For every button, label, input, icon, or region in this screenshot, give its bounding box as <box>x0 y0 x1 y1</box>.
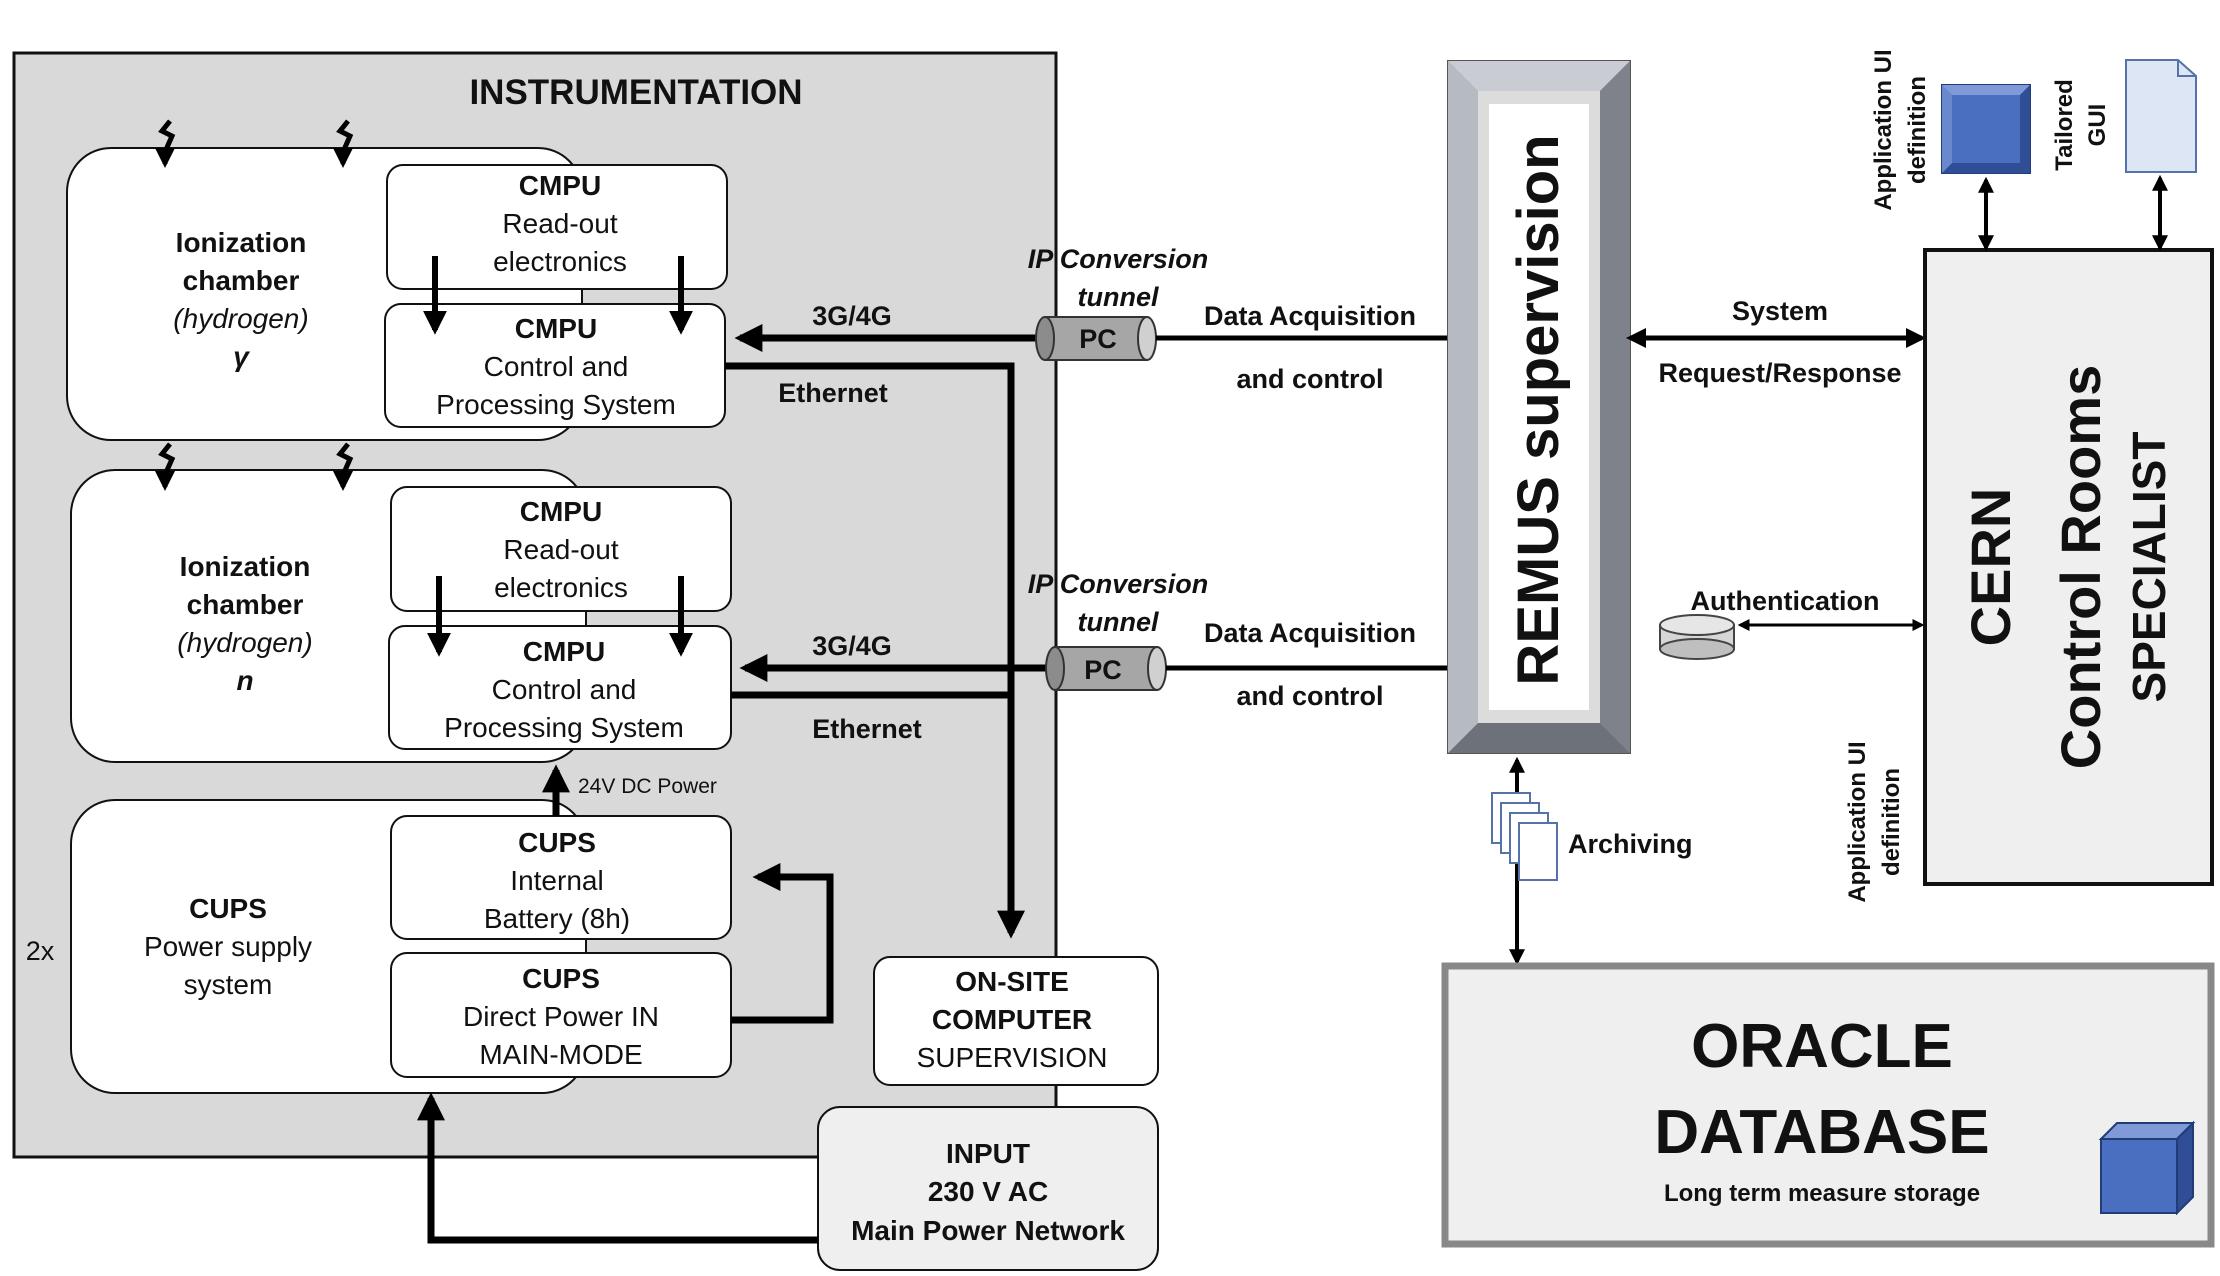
oracle-line2: DATABASE <box>1654 1098 1989 1167</box>
remus-supervision: REMUS supervision <box>1447 60 1631 754</box>
cups-battery-line2: Battery (8h) <box>484 903 630 934</box>
cern-line2: Control Rooms <box>2049 365 2112 769</box>
tailored-gui-line1: Tailored <box>2051 79 2078 171</box>
multiplier-label: 2x <box>26 936 55 966</box>
onsite-line2: COMPUTER <box>932 1004 1092 1035</box>
ethernet-label-top: Ethernet <box>778 378 888 408</box>
chamber-top-line4: γ <box>233 341 250 372</box>
power-connections <box>417 764 834 1244</box>
radiation-arrows <box>155 119 354 491</box>
cmpu-control-bottom-line1: Control and <box>492 674 637 705</box>
cups-system-title: CUPS <box>189 893 267 924</box>
daq-bottom-line1: Data Acquisition <box>1204 618 1416 648</box>
cmpu-readout-bottom-line1: Read-out <box>503 534 618 565</box>
cups-direct-power: CUPS Direct Power IN MAIN-MODE <box>390 952 732 1078</box>
input-main-power: INPUT 230 V AC Main Power Network <box>817 1106 1159 1271</box>
dc-power-label: 24V DC Power <box>578 775 717 798</box>
authentication-label: Authentication <box>1691 586 1880 616</box>
authentication-db-icon <box>1659 614 1735 660</box>
tailored-gui-doc-icon <box>2125 59 2197 173</box>
cmpu-readout-bottom-line2: electronics <box>494 572 628 603</box>
cups-internal-battery: CUPS Internal Battery (8h) <box>390 815 732 940</box>
oracle-database: ORACLE DATABASE Long term measure storag… <box>1441 962 2215 1248</box>
archiving-docs-icon <box>1491 792 1558 881</box>
cmpu-readout-top-line1: Read-out <box>502 208 617 239</box>
pc-label-bottom: PC <box>1084 655 1122 685</box>
app-ui-top-line2: definition <box>1904 76 1931 184</box>
cmpu-control-bottom-line2: Processing System <box>444 712 684 743</box>
cups-direct-line2: MAIN-MODE <box>479 1039 642 1070</box>
cmpu-control-bottom-title: CMPU <box>523 636 605 667</box>
ethernet-label-bottom: Ethernet <box>812 714 922 744</box>
archiving-label: Archiving <box>1568 829 1693 859</box>
daq-top-line1: Data Acquisition <box>1204 301 1416 331</box>
chamber-bottom-line4: n <box>236 665 253 696</box>
app-ui-bottom-line1: Application UI <box>1844 741 1871 902</box>
cups-battery-line1: Internal <box>510 865 603 896</box>
ip-tunnel-top-line2: tunnel <box>1078 282 1159 312</box>
app-ui-bottom-line2: definition <box>1878 768 1905 876</box>
input-line3: Main Power Network <box>851 1215 1125 1246</box>
oracle-line1: ORACLE <box>1691 1012 1953 1081</box>
cups-system-line2: system <box>184 969 273 1000</box>
cups-battery-title: CUPS <box>518 827 596 858</box>
ip-tunnel-bottom-line2: tunnel <box>1078 607 1159 637</box>
chamber-bottom-line1: Ionization <box>180 551 311 582</box>
application-ui-cube-icon <box>1941 84 2031 174</box>
network-connections <box>725 324 1055 939</box>
cmpu-readout-bottom-title: CMPU <box>520 496 602 527</box>
internal-readout-arrows <box>423 256 693 657</box>
system-req-line2: Request/Response <box>1658 358 1901 388</box>
onsite-computer-supervision: ON-SITE COMPUTER SUPERVISION <box>873 956 1159 1086</box>
chamber-bottom-line2: chamber <box>187 589 304 620</box>
instrumentation-title: INSTRUMENTATION <box>469 73 802 112</box>
cmpu-readout-top: CMPU Read-out electronics <box>386 164 728 290</box>
cern-line1: CERN <box>1959 488 2022 647</box>
cmpu-control-bottom: CMPU Control and Processing System <box>388 625 732 750</box>
cern-line3: SPECIALIST <box>2123 432 2175 703</box>
app-ui-top-line1: Application UI <box>1870 49 1897 210</box>
oracle-line3: Long term measure storage <box>1664 1180 1980 1207</box>
pc-label-top: PC <box>1079 324 1117 354</box>
cmpu-readout-top-line2: electronics <box>493 246 627 277</box>
cups-direct-line1: Direct Power IN <box>463 1001 659 1032</box>
ip-tunnel-top-line1: IP Conversion <box>1028 244 1209 274</box>
cups-system-line1: Power supply <box>144 931 312 962</box>
cups-direct-title: CUPS <box>522 963 600 994</box>
system-req-line1: System <box>1732 296 1828 326</box>
daq-top-line2: and control <box>1237 364 1384 394</box>
mobile-label-top: 3G/4G <box>812 301 892 331</box>
cmpu-readout-bottom: CMPU Read-out electronics <box>390 486 732 612</box>
mobile-label-bottom: 3G/4G <box>812 631 892 661</box>
remus-label: REMUS supervision <box>1506 134 1571 685</box>
chamber-top-line2: chamber <box>183 265 300 296</box>
chamber-top-line3: (hydrogen) <box>173 303 308 334</box>
tailored-gui-line2: GUI <box>2084 104 2111 147</box>
ip-tunnel-bottom-line1: IP Conversion <box>1028 569 1209 599</box>
input-line1: INPUT <box>946 1138 1030 1169</box>
oracle-cube-icon <box>2098 1120 2196 1216</box>
cmpu-control-top-line2: Processing System <box>436 389 676 420</box>
chamber-top-line1: Ionization <box>176 227 307 258</box>
cmpu-control-top: CMPU Control and Processing System <box>384 303 726 428</box>
cmpu-control-top-title: CMPU <box>515 313 597 344</box>
cern-control-rooms: CERN Control Rooms SPECIALIST <box>1923 248 2214 886</box>
chamber-bottom-line3: (hydrogen) <box>177 627 312 658</box>
onsite-line3: SUPERVISION <box>917 1042 1108 1073</box>
cmpu-readout-top-title: CMPU <box>519 170 601 201</box>
cmpu-control-top-line1: Control and <box>484 351 629 382</box>
onsite-line1: ON-SITE <box>955 966 1069 997</box>
input-line2: 230 V AC <box>928 1176 1048 1207</box>
daq-bottom-line2: and control <box>1237 681 1384 711</box>
daq-lines <box>1156 335 1448 671</box>
pc-tunnel-bottom: PC <box>1045 646 1167 691</box>
pc-tunnel-top: PC <box>1035 316 1157 361</box>
